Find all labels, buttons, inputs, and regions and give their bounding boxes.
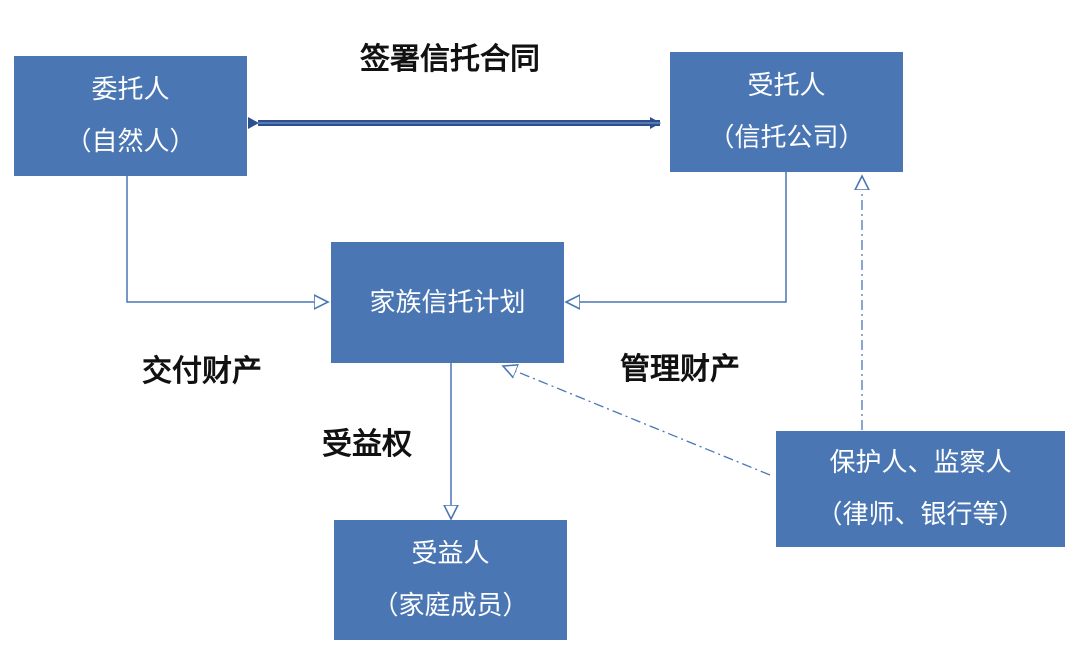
protector-box: 保护人、监察人 （律师、银行等） (776, 431, 1065, 547)
protector-subtitle: （律师、银行等） (816, 500, 1025, 530)
trust-plan-box: 家族信托计划 (331, 242, 564, 363)
protector-to-plan-connector (503, 366, 771, 476)
deliver-property-connector (126, 176, 328, 302)
beneficial-rights-label: 受益权 (322, 427, 412, 462)
manage-property-connector (566, 172, 787, 302)
settlor-subtitle: （自然人） (65, 127, 196, 157)
deliver-property-label: 交付财产 (142, 354, 262, 389)
trustee-title: 受托人 (747, 71, 826, 101)
beneficiary-subtitle: （家庭成员） (372, 591, 529, 621)
protector-title: 保护人、监察人 (829, 448, 1012, 478)
trust-plan-title: 家族信托计划 (369, 287, 526, 318)
beneficiary-box: 受益人 （家庭成员） (334, 520, 567, 640)
manage-property-label: 管理财产 (620, 352, 740, 387)
sign-contract-label: 签署信托合同 (360, 42, 540, 77)
settlor-box: 委托人 （自然人） (14, 56, 247, 176)
settlor-title: 委托人 (91, 75, 170, 105)
trustee-box: 受托人 （信托公司） (670, 52, 903, 172)
beneficiary-title: 受益人 (411, 539, 490, 569)
trustee-subtitle: （信托公司） (708, 123, 865, 153)
